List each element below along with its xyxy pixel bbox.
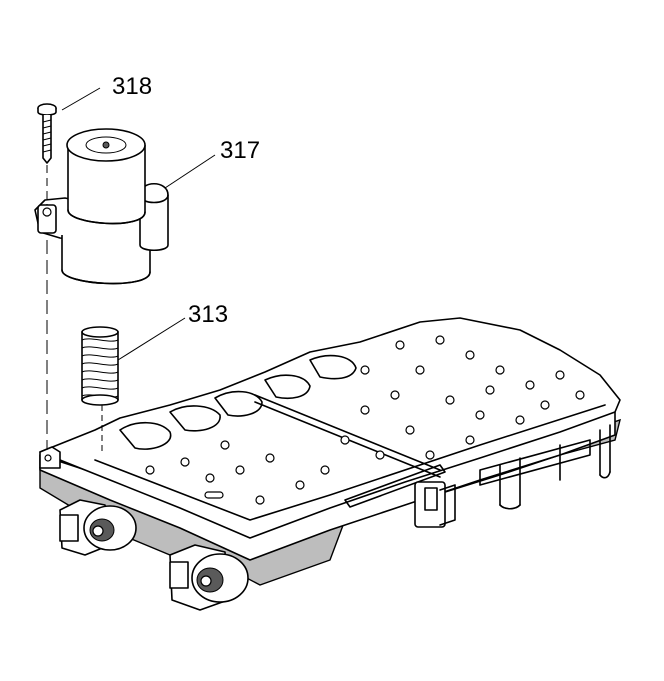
plate-holes [145, 335, 585, 505]
solenoid-317 [34, 128, 169, 450]
lower-left-solenoid [59, 499, 137, 556]
bolt-318 [37, 103, 57, 205]
leader-lines [61, 87, 216, 361]
spring-313 [81, 326, 119, 455]
lower-center-solenoid [169, 544, 249, 611]
callout-317: 317 [220, 137, 260, 164]
callout-313: 313 [188, 301, 228, 328]
callout-318: 318 [112, 73, 152, 100]
valve-body [39, 317, 621, 586]
